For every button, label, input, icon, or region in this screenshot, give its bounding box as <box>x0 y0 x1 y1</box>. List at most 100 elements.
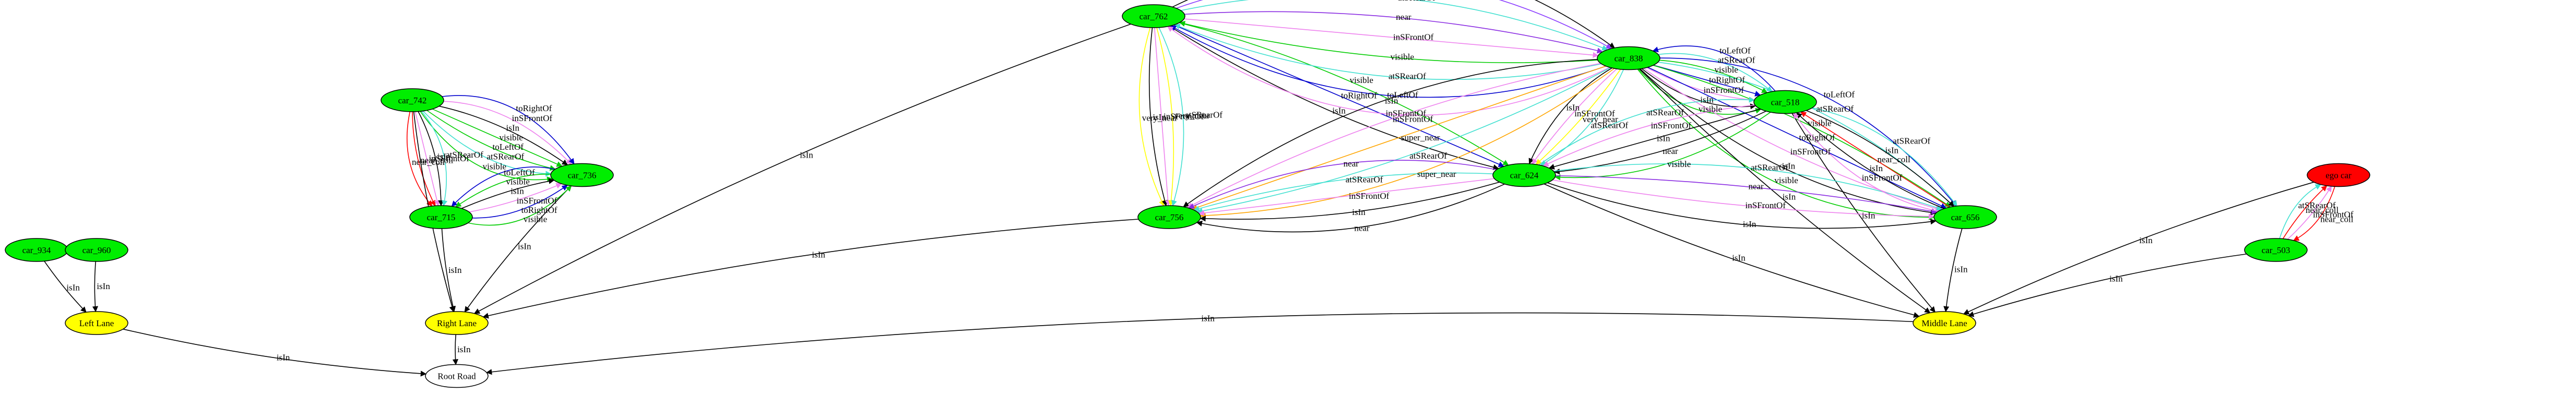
edge-label: inSFrontOf <box>1386 109 1427 118</box>
edge-car_838-car_624-inSFrontOf <box>1532 68 1618 165</box>
node-label: car_503 <box>2262 245 2290 255</box>
node-root_road: Root Road <box>425 364 489 388</box>
edge-car_656-car_518-inSFrontOf <box>1793 112 1939 212</box>
edge-label: visible <box>483 161 506 171</box>
edge-label: visible <box>1715 65 1738 75</box>
node-shape <box>381 88 444 112</box>
edge-car_624-car_756-isIn <box>1200 182 1500 222</box>
edge-car_742-car_736-visible <box>432 109 563 167</box>
node-car_736: car_736 <box>550 163 614 187</box>
edge-car_518-car_624-visible <box>1554 112 1771 181</box>
edge-car_838-car_656-inSFrontOf <box>1643 68 1942 211</box>
edge-car_838-car_656-visible <box>1637 69 1935 220</box>
edge-label: isIn <box>1885 145 1899 155</box>
edge-car_762-car_624-visible <box>1179 22 1509 166</box>
node-label: car_756 <box>1155 212 1184 222</box>
edge-car_838-car_656-toLeftOf <box>1659 57 1957 207</box>
node-car_503: car_503 <box>2244 238 2308 262</box>
node-shape <box>2307 163 2370 187</box>
edge-car_736-car_715-visible <box>455 173 551 208</box>
edge-label: very_near <box>1583 114 1618 124</box>
edge-car_715-car_736-inSFrontOf <box>469 183 562 212</box>
edge-car_762-car_756-very_near <box>1156 27 1174 207</box>
edge-car_762-right_lane-isIn <box>473 23 1131 314</box>
node-shape <box>1137 205 1201 229</box>
edge-car_742-car_715-near_coll <box>412 111 436 207</box>
edge-label: very_near <box>1142 113 1178 123</box>
node-middle_lane: Middle Lane <box>1913 311 1976 335</box>
edge-car_518-car_656-atSRearOf <box>1812 107 1957 207</box>
edge-car_742-car_736-toRightOf <box>442 95 575 165</box>
edge-car_736-car_715-toLeftOf <box>451 166 555 207</box>
edge-label: atSRearOf <box>1646 108 1684 117</box>
edge-label: toRightOf <box>516 103 552 113</box>
edge-label: isIn <box>277 352 290 362</box>
node-car_656: car_656 <box>1933 205 1997 229</box>
edge-car_715-right_lane-isIn <box>441 228 456 313</box>
edge-car_838-car_756-super_near <box>1191 65 1606 210</box>
node-label: car_518 <box>1771 98 1800 108</box>
edge-label: visible <box>524 214 547 224</box>
node-label: car_715 <box>427 212 456 222</box>
node-label: ego car <box>2325 171 2352 181</box>
edge-car_518-car_624-isIn <box>1548 109 1761 170</box>
node-shape <box>1492 163 1556 187</box>
edge-car_715-car_736-toRightOf <box>472 185 568 219</box>
edge-label: near <box>1354 223 1370 233</box>
edge-car_838-car_762-inSFrontOf <box>1167 26 1610 116</box>
edge-label: toRightOf <box>521 205 557 215</box>
edge-label: isIn <box>1743 219 1756 229</box>
node-car_960: car_960 <box>65 238 128 262</box>
edge-label: toLeftOf <box>1824 89 1855 99</box>
node-label: Middle Lane <box>1921 318 1967 328</box>
edge-car_624-car_656-isIn <box>1547 182 1937 229</box>
edge-label: atSRearOf <box>486 152 524 162</box>
edge-car_762-car_756-atSRearOf <box>1158 27 1184 207</box>
edge-label: super_near <box>1401 133 1440 142</box>
edge-label: toRightOf <box>1799 133 1835 142</box>
edge-car_960-left_lane-isIn <box>92 261 99 313</box>
edge-label: inSFrontOf <box>1746 200 1786 210</box>
node-label: car_656 <box>1951 212 1980 222</box>
edge-label: atSRearOf <box>1388 71 1426 81</box>
edge-car_838-car_518-atSRearOf <box>1658 53 1773 92</box>
edge-car_838-car_624-very_near <box>1535 69 1621 165</box>
node-car_715: car_715 <box>409 205 473 229</box>
edge-label: isIn <box>457 344 471 354</box>
node-label: car_742 <box>398 95 427 105</box>
edge-car_742-car_715-near_coll <box>406 111 433 207</box>
node-label: Right Lane <box>437 318 477 328</box>
node-label: Root Road <box>437 372 476 381</box>
edge-car_742-car_736-atSRearOf <box>422 111 552 177</box>
edge-label: toRightOf <box>1341 90 1377 100</box>
edge-label: isIn <box>506 123 520 133</box>
edge-label: isIn <box>518 241 531 251</box>
edge-car_518-car_624-near <box>1553 111 1766 175</box>
edge-car_838-car_756-atSRearOf <box>1196 67 1611 214</box>
edge-label: atSRearOf <box>1409 151 1447 161</box>
node-car_762: car_762 <box>1122 4 1185 28</box>
edge-car_503-middle_lane-isIn <box>1967 253 2247 317</box>
edge-label: atSRearOf <box>2298 200 2336 210</box>
edge-car_838-car_756-inSFrontOf <box>1186 63 1601 208</box>
edge-car_838-car_762-visible <box>1179 21 1598 63</box>
edge-label: visible <box>1808 118 1831 128</box>
edge-label: inSFrontOf <box>1703 85 1744 95</box>
edge-label: visible <box>500 133 523 142</box>
edge-car_715-car_736-visible <box>468 185 572 226</box>
edge-car_762-car_838-near <box>1184 11 1604 54</box>
edge-car_624-car_656-near <box>1555 175 1938 214</box>
edge-car_624-car_756-near <box>1188 160 1497 209</box>
edge-car_503-ego-inSFrontOf <box>2287 185 2332 240</box>
edge-car_742-car_715-atSRearOf <box>421 111 448 207</box>
node-label: car_960 <box>82 245 111 255</box>
edge-label: atSRearOf <box>1751 163 1788 173</box>
edge-car_838-car_656-visible <box>1653 65 1951 208</box>
edge-car_762-car_838-inSFrontOf <box>1184 18 1599 58</box>
edge-label: super_near <box>1417 169 1456 179</box>
node-ego: ego car <box>2307 163 2370 187</box>
edge-label: very_near <box>1174 111 1210 121</box>
edge-label: inSFrontOf <box>1790 147 1831 157</box>
edge-car_742-car_715-inSFrontOf <box>414 111 440 207</box>
edge-label: toRightOf <box>1709 75 1745 85</box>
